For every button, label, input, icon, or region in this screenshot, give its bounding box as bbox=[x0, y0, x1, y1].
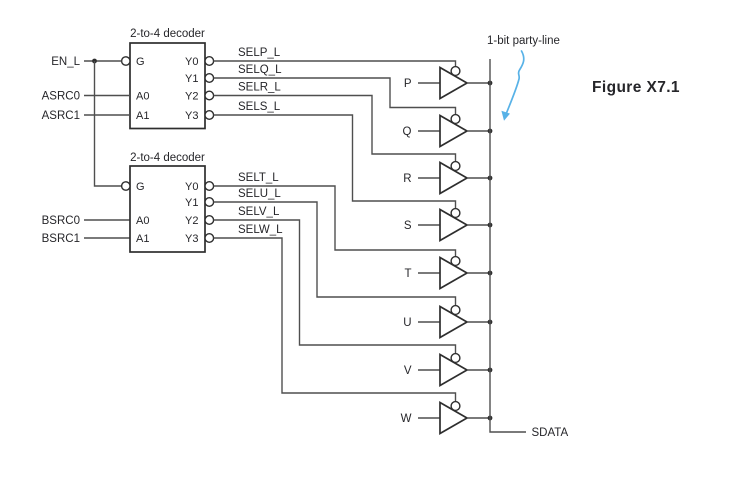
decoder-bottom-g-bubble-icon bbox=[120, 181, 131, 191]
wire-en-link bbox=[93, 61, 122, 187]
decoder-top: 2-to-4 decoder G A0 A1 Y0 Y1 Y2 Y3 bbox=[120, 28, 215, 130]
decoder-bottom-y0-bubble-icon bbox=[204, 180, 215, 191]
buffer-label-w: W bbox=[401, 413, 412, 425]
decoder-bottom-pin-a0: A0 bbox=[136, 215, 149, 227]
buffer-v-enable-bubble-icon bbox=[450, 352, 461, 364]
decoder-top-pin-y1: Y1 bbox=[185, 73, 198, 85]
callout-arrow-curve-icon bbox=[504, 50, 525, 117]
decoder-bottom-pin-y2: Y2 bbox=[185, 215, 198, 227]
select-wires: SELP_L SELQ_L SELR_L SELS_L SELT_L SELU_… bbox=[213, 47, 457, 402]
buffer-s-enable-bubble-icon bbox=[450, 207, 461, 219]
buffer-t-enable-bubble-icon bbox=[450, 255, 461, 267]
buffer-label-r: R bbox=[403, 173, 411, 185]
decoder-top-pin-a1: A1 bbox=[136, 110, 149, 122]
buffer-label-q: Q bbox=[403, 126, 412, 138]
buffer-p-enable-bubble-icon bbox=[450, 65, 461, 77]
buffer-label-v: V bbox=[404, 365, 412, 377]
signal-label-selq: SELQ_L bbox=[238, 64, 282, 76]
wire-selw bbox=[213, 237, 457, 402]
buffer-u-enable-bubble-icon bbox=[450, 304, 461, 316]
wire-selr bbox=[213, 94, 457, 162]
decoder-top-pin-y0: Y0 bbox=[185, 56, 198, 68]
signal-label-selv: SELV_L bbox=[238, 206, 280, 218]
decoder-top-box bbox=[129, 42, 206, 130]
buffer-label-s: S bbox=[404, 220, 412, 232]
signal-label-selu: SELU_L bbox=[238, 188, 281, 200]
signal-label-sels: SELS_L bbox=[238, 101, 281, 113]
decoder-top-g-bubble-icon bbox=[120, 56, 131, 66]
buffer-w-enable-bubble-icon bbox=[450, 400, 461, 412]
decoder-bottom-y1-bubble-icon bbox=[204, 196, 215, 207]
decoder-top-pin-y3: Y3 bbox=[185, 110, 198, 122]
buffer-r-enable-bubble-icon bbox=[450, 160, 461, 172]
wire-selu bbox=[213, 201, 457, 306]
buffer-w: W bbox=[401, 400, 493, 435]
buffer-r: R bbox=[403, 160, 493, 195]
wire-selq bbox=[213, 77, 457, 115]
decoder-bottom-title: 2-to-4 decoder bbox=[130, 152, 205, 164]
input-label-bsrc1: BSRC1 bbox=[42, 233, 80, 245]
decoder-bottom-pin-y3: Y3 bbox=[185, 233, 198, 245]
input-label-en: EN_L bbox=[51, 56, 80, 68]
decoder-top-pin-g: G bbox=[136, 56, 145, 68]
buffer-q-enable-bubble-icon bbox=[450, 113, 461, 125]
decoder-bottom-y3-bubble-icon bbox=[204, 232, 215, 243]
decoder-bottom-pin-y1: Y1 bbox=[185, 197, 198, 209]
decoder-bottom-pin-a1: A1 bbox=[136, 233, 149, 245]
buffer-v: V bbox=[404, 352, 493, 387]
wire-sels bbox=[213, 114, 457, 209]
callout-group: 1-bit party-line bbox=[487, 35, 560, 121]
wire-selv bbox=[213, 219, 457, 354]
buffer-label-p: P bbox=[404, 78, 412, 90]
figure-caption: Figure X7.1 bbox=[592, 79, 680, 96]
party-line bbox=[489, 59, 526, 433]
decoder-bottom-box bbox=[129, 165, 206, 253]
decoder-bottom-pin-y0: Y0 bbox=[185, 181, 198, 193]
input-label-asrc1: ASRC1 bbox=[42, 110, 80, 122]
buffer-p: P bbox=[404, 65, 493, 100]
buffer-u: U bbox=[403, 304, 493, 339]
buffer-label-t: T bbox=[404, 268, 411, 280]
input-label-bsrc0: BSRC0 bbox=[42, 215, 80, 227]
decoder-top-y1-bubble-icon bbox=[204, 72, 215, 83]
decoder-top-y3-bubble-icon bbox=[204, 109, 215, 120]
decoder-inputs: EN_L ASRC0 ASRC1 BSRC0 BSRC1 bbox=[42, 56, 130, 245]
buffer-q: Q bbox=[403, 113, 493, 148]
buffer-label-u: U bbox=[403, 317, 411, 329]
party-line-callout-label: 1-bit party-line bbox=[487, 35, 560, 47]
decoder-top-pin-a0: A0 bbox=[136, 91, 149, 103]
callout-arrowhead-icon bbox=[501, 110, 510, 121]
decoder-top-y2-bubble-icon bbox=[204, 90, 215, 101]
party-line-group: SDATA bbox=[489, 59, 569, 439]
sdata-label: SDATA bbox=[532, 427, 569, 439]
wire-selt bbox=[213, 185, 457, 257]
buffer-t: T bbox=[404, 255, 493, 290]
decoder-bottom: 2-to-4 decoder G A0 A1 Y0 Y1 Y2 Y3 bbox=[120, 152, 215, 253]
decoder-top-title: 2-to-4 decoder bbox=[130, 28, 205, 40]
decoder-top-pin-y2: Y2 bbox=[185, 91, 198, 103]
decoder-bottom-pin-g: G bbox=[136, 181, 145, 193]
decoder-top-y0-bubble-icon bbox=[204, 56, 215, 67]
wire-selp bbox=[213, 60, 457, 67]
buffer-s: S bbox=[404, 207, 493, 242]
signal-label-selt: SELT_L bbox=[238, 172, 279, 184]
signal-label-selr: SELR_L bbox=[238, 82, 281, 94]
signal-label-selw: SELW_L bbox=[238, 224, 283, 236]
decoder-bottom-y2-bubble-icon bbox=[204, 214, 215, 225]
signal-label-selp: SELP_L bbox=[238, 47, 281, 59]
input-label-asrc0: ASRC0 bbox=[42, 91, 80, 103]
